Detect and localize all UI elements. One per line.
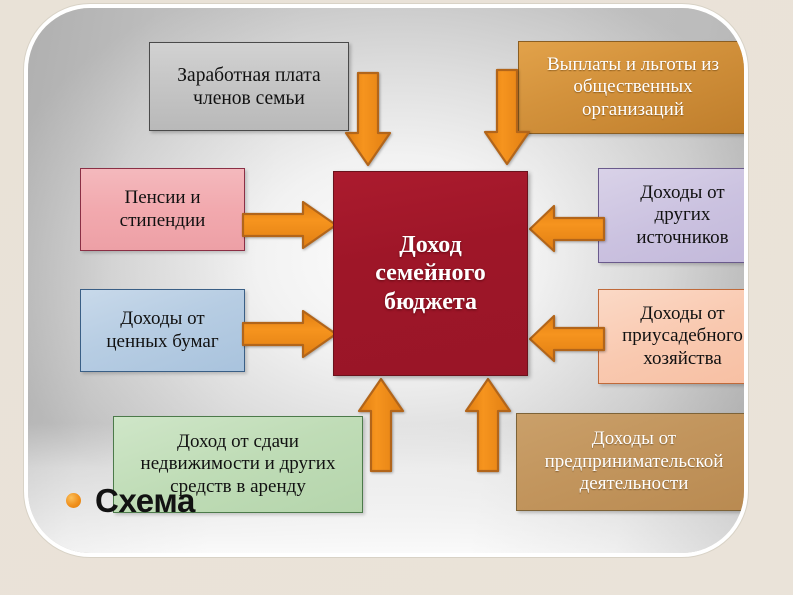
node-center-line-1: Доход — [399, 232, 462, 259]
node-household-plot-income-label: Доходы от приусадебного хозяйства — [610, 303, 744, 370]
node-center-line-2: семейного — [375, 260, 486, 287]
node-other-line-3: источников — [636, 226, 729, 248]
node-rent-line-2: недвижимости и других — [140, 453, 336, 475]
node-salary: Заработная плата членов семьи — [149, 42, 349, 131]
node-pension-line-2: стипендии — [119, 209, 206, 231]
node-securities-income-label: Доходы от ценных бумаг — [94, 308, 230, 353]
node-pension-line-1: Пенсии и — [124, 187, 201, 209]
node-salary-line-2: членов семьи — [193, 87, 305, 109]
node-other-sources-income-label: Доходы от других источников — [624, 182, 740, 249]
node-securities-income: Доходы от ценных бумаг — [80, 289, 245, 372]
node-benefits-line-2: общественных — [573, 76, 693, 98]
node-business-income: Доходы от предпринимательской деятельнос… — [516, 413, 744, 511]
node-securities-line-2: ценных бумаг — [106, 330, 219, 352]
caption-label: Схема — [95, 482, 196, 519]
node-public-org-benefits-label: Выплаты и льготы из общественных организ… — [535, 54, 731, 121]
node-business-income-label: Доходы от предпринимательской деятельнос… — [533, 428, 736, 495]
bullet-dot-icon — [66, 493, 81, 508]
arrow-household-left — [528, 314, 606, 364]
arrow-other-left — [528, 204, 606, 254]
node-business-line-1: Доходы от — [591, 428, 677, 450]
node-household-plot-income: Доходы от приусадебного хозяйства — [598, 289, 744, 384]
arrow-business-up — [464, 377, 512, 473]
node-household-line-3: хозяйства — [643, 347, 722, 369]
node-business-line-2: предпринимательской — [544, 450, 724, 472]
arrow-pensions-right — [241, 199, 339, 251]
arrow-benefits-down — [483, 68, 531, 168]
node-pensions-stipends: Пенсии и стипендии — [80, 168, 245, 251]
node-household-line-1: Доходы от — [640, 302, 725, 324]
node-other-sources-income: Доходы от других источников — [598, 168, 744, 263]
node-business-line-3: деятельности — [579, 473, 689, 495]
node-salary-label: Заработная плата членов семьи — [165, 64, 332, 110]
node-benefits-line-3: организаций — [581, 98, 684, 120]
node-rent-line-1: Доход от сдачи — [177, 430, 299, 452]
node-other-line-2: других — [654, 204, 711, 226]
node-other-line-1: Доходы от — [640, 181, 725, 203]
arrow-rent-up — [357, 377, 405, 473]
node-family-budget-income: Доход семейного бюджета — [333, 171, 528, 376]
caption: Схема — [66, 484, 195, 517]
node-public-org-benefits: Выплаты и льготы из общественных организ… — [518, 41, 744, 134]
node-salary-line-1: Заработная плата — [177, 64, 321, 86]
node-center-line-3: бюджета — [384, 288, 477, 315]
node-family-budget-income-label: Доход семейного бюджета — [355, 231, 506, 316]
arrow-salary-down — [344, 71, 392, 169]
arrow-securities-right — [241, 308, 339, 360]
diagram-panel: Заработная плата членов семьи Выплаты и … — [28, 8, 744, 553]
node-household-line-2: приусадебного — [622, 325, 743, 347]
node-pensions-stipends-label: Пенсии и стипендии — [108, 187, 218, 232]
node-securities-line-1: Доходы от — [120, 308, 205, 330]
node-benefits-line-1: Выплаты и льготы из — [547, 53, 719, 75]
